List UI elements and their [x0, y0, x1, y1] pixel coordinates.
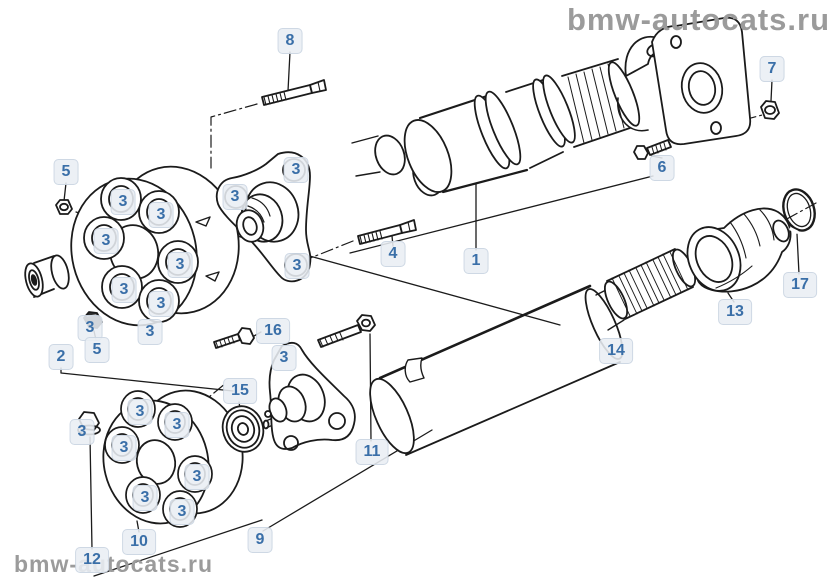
- part-callout-9[interactable]: 9: [247, 527, 273, 553]
- part-callout-15[interactable]: 15: [223, 378, 257, 404]
- drive-shaft-tube-front: [352, 59, 645, 200]
- part-callout-1[interactable]: 1: [463, 248, 489, 274]
- part-callout-3[interactable]: 3: [222, 184, 248, 210]
- part-callout-5[interactable]: 5: [84, 337, 110, 363]
- lock-ring: [778, 185, 820, 234]
- nut-7: [761, 101, 779, 119]
- part-callout-3[interactable]: 3: [284, 253, 310, 279]
- part-callout-6[interactable]: 6: [649, 155, 675, 181]
- part-callout-3[interactable]: 3: [148, 291, 174, 317]
- rear-shaft-tube: [361, 285, 629, 459]
- part-callout-8[interactable]: 8: [277, 28, 303, 54]
- part-callout-12[interactable]: 12: [75, 547, 109, 573]
- bolt-8: [262, 80, 326, 105]
- part-callout-3[interactable]: 3: [69, 419, 95, 445]
- part-callout-3[interactable]: 3: [271, 345, 297, 371]
- part-callout-3[interactable]: 3: [167, 252, 193, 278]
- part-callout-3[interactable]: 3: [111, 435, 137, 461]
- universal-joint-flange: [618, 18, 750, 144]
- part-callout-3[interactable]: 3: [127, 399, 153, 425]
- part-callout-3[interactable]: 3: [111, 277, 137, 303]
- bolt-long-rear: [318, 315, 375, 347]
- part-callout-2[interactable]: 2: [48, 344, 74, 370]
- part-callout-7[interactable]: 7: [759, 56, 785, 82]
- part-callout-16[interactable]: 16: [256, 318, 290, 344]
- damper-cone: [678, 209, 792, 300]
- bolt-6: [634, 140, 671, 159]
- part-callout-3[interactable]: 3: [184, 464, 210, 490]
- part-callout-13[interactable]: 13: [718, 299, 752, 325]
- part-callout-3[interactable]: 3: [93, 228, 119, 254]
- part-callout-3[interactable]: 3: [164, 412, 190, 438]
- part-callout-14[interactable]: 14: [599, 338, 633, 364]
- watermark-bottom-left: bmw-autocats.ru: [14, 551, 214, 577]
- part-callout-3[interactable]: 3: [110, 189, 136, 215]
- part-callout-3[interactable]: 3: [137, 319, 163, 345]
- part-callout-11[interactable]: 11: [355, 439, 389, 465]
- bolt-16: [214, 328, 254, 348]
- part-callout-5[interactable]: 5: [53, 159, 79, 185]
- part-callout-17[interactable]: 17: [783, 272, 817, 298]
- nut-5-upper: [56, 200, 72, 214]
- part-callout-10[interactable]: 10: [122, 529, 156, 555]
- part-callout-3[interactable]: 3: [169, 499, 195, 525]
- part-callout-3[interactable]: 3: [283, 157, 309, 183]
- bolt-4: [358, 220, 416, 244]
- washer-15: [217, 401, 269, 457]
- part-callout-4[interactable]: 4: [380, 241, 406, 267]
- part-callout-3[interactable]: 3: [132, 485, 158, 511]
- part-callout-3[interactable]: 3: [148, 202, 174, 228]
- center-bearing-sleeve: [22, 254, 72, 299]
- watermark-top-right: bmw-autocats.ru: [566, 2, 830, 37]
